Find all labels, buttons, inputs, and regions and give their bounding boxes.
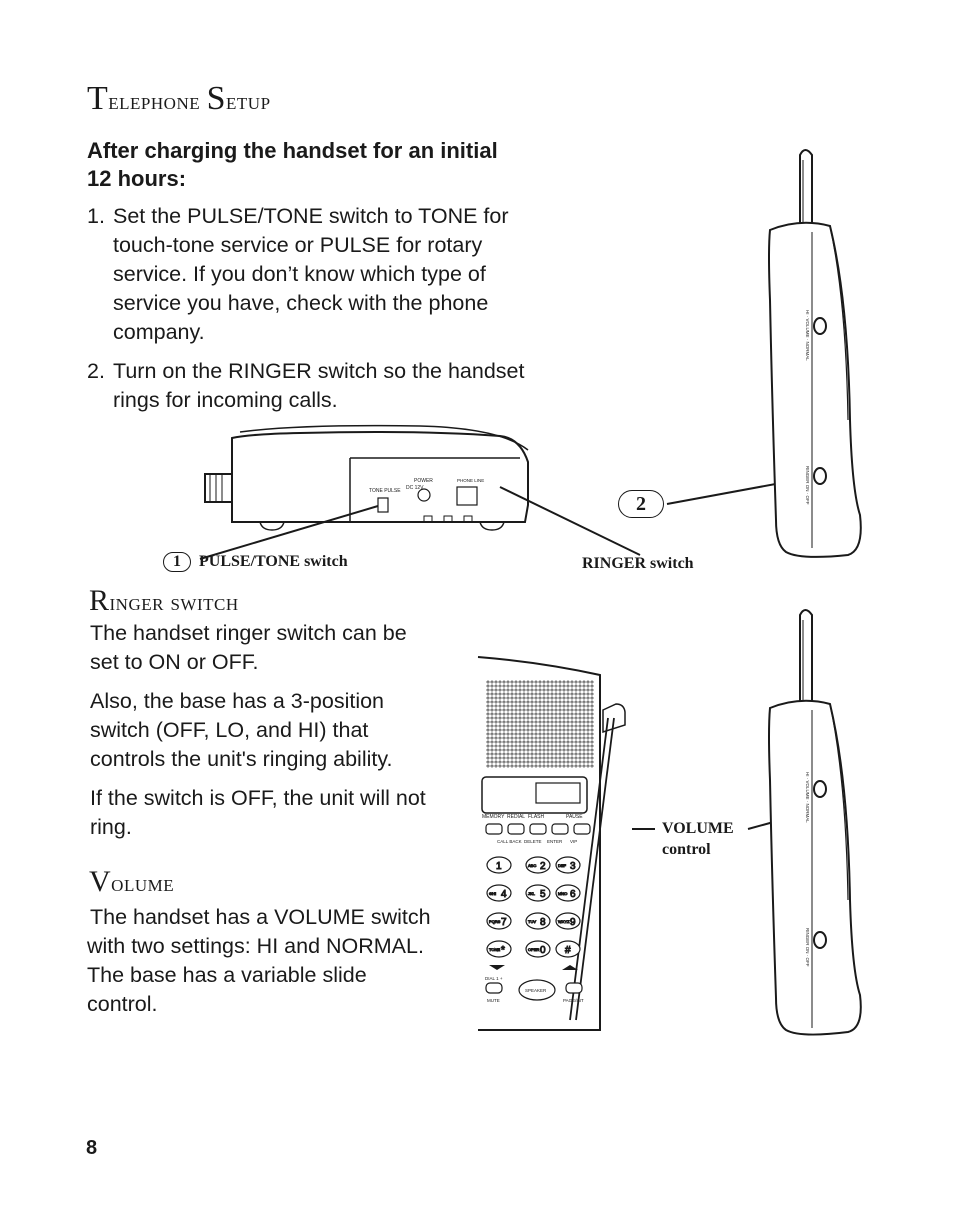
handset-illustration-top: [768, 149, 862, 558]
keypad-key-number: *: [501, 945, 505, 956]
callout-pulse-tone: 1 PULSE/TONE switch: [163, 551, 348, 573]
leader-line-1: [199, 505, 379, 560]
func-label-pause: PAUSE: [566, 814, 583, 820]
mute-label: MUTE: [487, 998, 500, 1003]
step-2: 2. Turn on the RINGER switch so the hand…: [87, 359, 525, 412]
leader-line-2a: [499, 486, 641, 556]
keypad-key-letters: WXYZ: [558, 919, 570, 924]
keypad-key-number: 7: [501, 917, 507, 928]
func-label-enter: ENTER: [547, 839, 563, 844]
ringer-para-3: If the switch is OFF, the unit will not …: [90, 786, 426, 839]
step-1: 1. Set the PULSE/TONE switch to TONE for…: [87, 204, 509, 344]
subheading: After charging the handset for an initia…: [87, 138, 498, 191]
keypad-key-number: 6: [570, 889, 576, 900]
keypad-key: 1: [486, 856, 512, 874]
page-number: 8: [86, 1137, 98, 1159]
volume-heading: Volume: [89, 865, 175, 898]
keypad-key: ABC 2: [525, 856, 551, 874]
power-label: POWER: [414, 478, 433, 484]
tone-pulse-label: TONE PULSE: [369, 488, 401, 494]
handset-volume-label: HI · VOLUME · NORMAL: [805, 310, 810, 361]
keypad-key-number: 9: [570, 917, 576, 928]
keypad-key: GHI 4: [486, 884, 512, 902]
func-label-vip: VIP: [570, 839, 577, 844]
callout-number-1: 1: [163, 552, 191, 572]
callout-number-2: 2: [618, 490, 664, 518]
dial-label: DIAL 1 +: [485, 976, 503, 981]
keypad-key-number: 5: [540, 889, 546, 900]
keypad-key-letters: MNO: [558, 891, 567, 896]
keypad-key-number: 1: [496, 861, 502, 872]
phone-line-label: PHONE LINE: [457, 478, 484, 483]
func-label-flash: FLASH: [528, 814, 545, 820]
dc-label: DC 12V: [406, 485, 424, 491]
ringer-para-2: Also, the base has a 3-position switch (…: [90, 689, 393, 771]
handset2-volume-label: HI · VOLUME · NORMAL: [805, 772, 810, 823]
volume-paragraph: The handset has a VOLUME switch with two…: [87, 905, 431, 1016]
keypad-key-letters: TUV: [528, 919, 536, 924]
keypad-key: TUV 8: [525, 912, 551, 930]
keypad-key-letters: GHI: [489, 891, 496, 896]
keypad-key-number: 4: [501, 889, 507, 900]
keypad-key-letters: OPER: [528, 947, 539, 952]
keypad-key: #: [555, 940, 581, 958]
speaker-grille: [486, 680, 594, 768]
handset-illustration-bottom: [768, 609, 862, 1036]
func-label-callback: CALL BACK: [497, 839, 522, 844]
keypad-key-number: #: [565, 945, 571, 956]
func-label-memory: MEMORY: [482, 814, 505, 820]
keypad-key-number: 8: [540, 917, 546, 928]
volume-control-label: VOLUME control: [662, 820, 734, 858]
handset2-ringer-label: RINGER ON · OFF: [805, 928, 810, 967]
ringer-switch-heading: Ringer switch: [89, 584, 239, 617]
ringer-para-1: The handset ringer switch can be set to …: [90, 621, 407, 674]
keypad-key-number: 2: [540, 861, 546, 872]
keypad-key: JKL 5: [525, 884, 551, 902]
page-title: Telephone Setup: [87, 80, 271, 117]
ringer-paragraphs: The handset ringer switch can be set to …: [90, 619, 480, 842]
handset-ringer-label: RINGER ON · OFF: [805, 466, 810, 505]
keypad-key-letters: ABC: [528, 863, 536, 868]
func-label-delete: DELETE: [524, 839, 542, 844]
steps-list: 1. Set the PULSE/TONE switch to TONE for…: [87, 202, 567, 415]
keypad-key-letters: TONE: [489, 947, 500, 952]
pulse-tone-switch-label: PULSE/TONE switch: [199, 553, 348, 570]
setup-illustration: TONE PULSE POWER DC 12V PHONE LINE HI · …: [199, 149, 862, 560]
keypad-key-letters: PQRS: [489, 919, 501, 924]
keypad-key-number: 3: [570, 861, 576, 872]
speaker-label: SPEAKER: [525, 988, 547, 993]
func-label-redial: REDIAL: [507, 814, 525, 820]
ringer-switch-label: RINGER switch: [582, 555, 694, 572]
base-unit-side-view: [204, 424, 529, 531]
keypad-key-letters: DEF: [558, 863, 567, 868]
keypad-key-number: 0: [540, 945, 546, 956]
page-int-label: PAGE/INT: [563, 998, 584, 1003]
keypad-key-letters: JKL: [528, 891, 536, 896]
keypad-key: TONE*: [486, 940, 512, 958]
callout-ringer: 2: [618, 490, 664, 518]
function-buttons: [485, 823, 591, 835]
